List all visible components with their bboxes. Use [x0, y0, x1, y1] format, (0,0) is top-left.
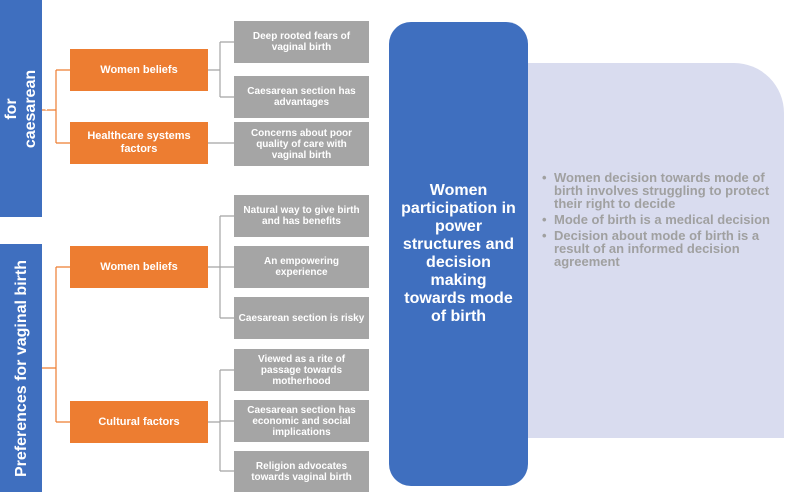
- item-rite-of-passage: Viewed as a rite of passage towards moth…: [234, 349, 369, 391]
- branch-label-caesarean: Preferences for caesarean section: [0, 0, 58, 217]
- central-theme: Women participation in power structures …: [389, 22, 528, 486]
- item-poor-quality-care: Concerns about poor quality of care with…: [234, 122, 369, 166]
- outcome-item: Mode of birth is a medical decision: [542, 213, 772, 226]
- outcome-item: Decision about mode of birth is a result…: [542, 229, 772, 268]
- central-theme-text: Women participation in power structures …: [401, 182, 516, 325]
- grey-connectors: [208, 41, 234, 472]
- item-caesarean-advantages: Caesarean section has advantages: [234, 76, 369, 118]
- outcome-item: Women decision towards mode of birth inv…: [542, 171, 772, 210]
- item-religion-advocates: Religion advocates towards vaginal birth: [234, 451, 369, 492]
- group-women-beliefs-caesarean: Women beliefs: [70, 49, 208, 91]
- item-deep-rooted-fears: Deep rooted fears of vaginal birth: [234, 21, 369, 63]
- item-economic-social: Caesarean section has economic and socia…: [234, 400, 369, 442]
- orange-connectors: [42, 69, 70, 423]
- outcomes-list: Women decision towards mode of birth inv…: [542, 171, 772, 268]
- item-empowering-experience: An empowering experience: [234, 246, 369, 288]
- group-women-beliefs-vaginal: Women beliefs: [70, 246, 208, 288]
- item-natural-way: Natural way to give birth and has benefi…: [234, 195, 369, 237]
- outcomes-panel: Women decision towards mode of birth inv…: [518, 63, 784, 438]
- group-cultural-factors: Cultural factors: [70, 401, 208, 443]
- item-caesarean-risky: Caesarean section is risky: [234, 297, 369, 339]
- group-healthcare-systems-factors: Healthcare systems factors: [70, 122, 208, 164]
- branch-label-vaginal: Preferences for vaginal birth: [0, 244, 42, 492]
